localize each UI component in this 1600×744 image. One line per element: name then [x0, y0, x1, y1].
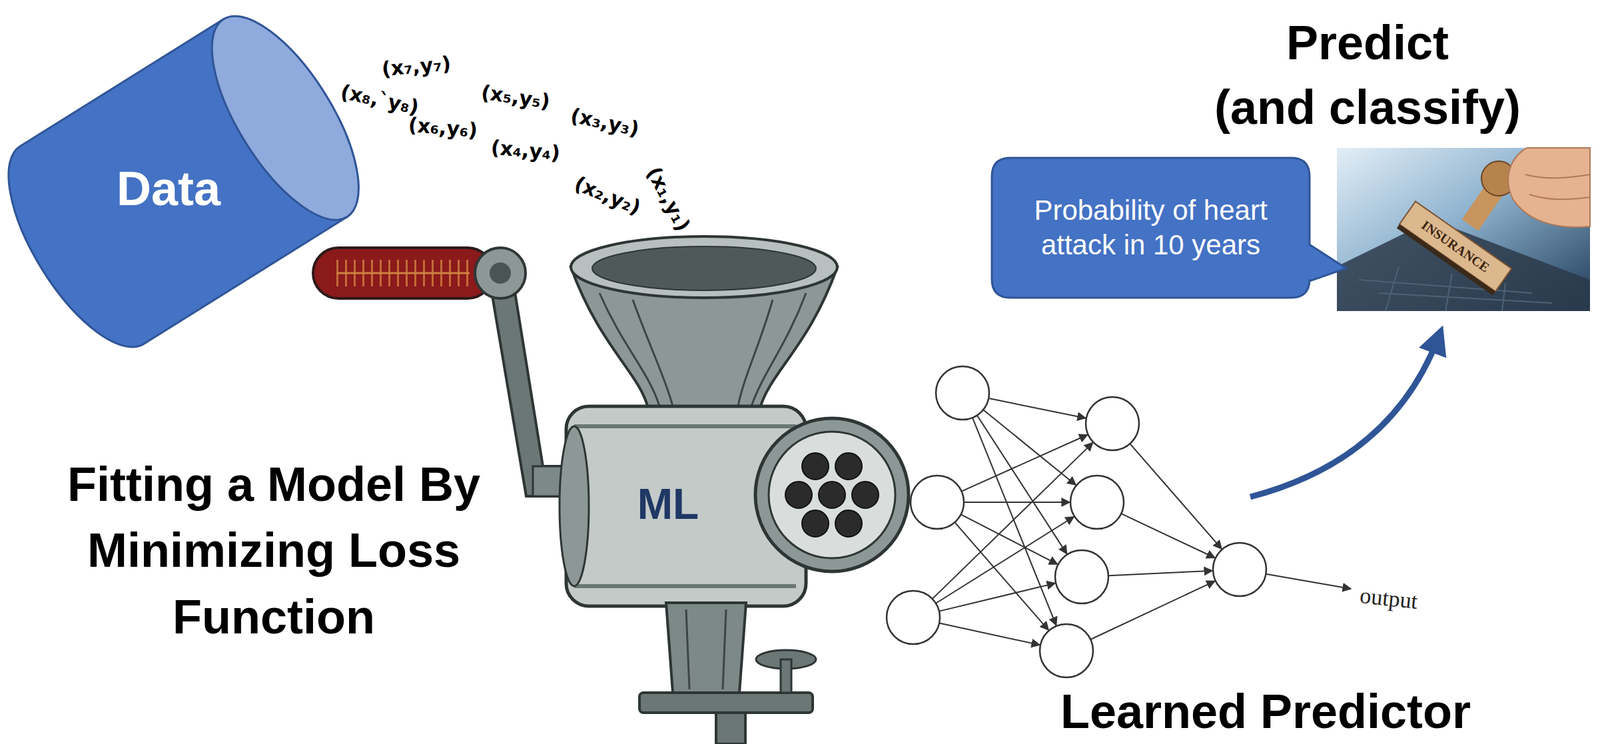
- illustration-part: [1508, 147, 1591, 228]
- illustration-part: [1336, 147, 1591, 312]
- neuron: [910, 475, 964, 529]
- data-point-label: (x₇,y₇): [381, 51, 453, 81]
- illustration-part: [474, 247, 526, 299]
- net-link: [939, 583, 1056, 612]
- net-link: [963, 501, 1070, 503]
- data-point-label: (x₅,y₅): [479, 81, 552, 114]
- neuron: [1070, 475, 1124, 529]
- net-link: [935, 516, 1074, 604]
- net-link: [972, 417, 1057, 626]
- net-link: [939, 622, 1040, 645]
- callout-text-wrap: Probability of heart attack in 10 years: [991, 193, 1310, 264]
- illustration-part: [1396, 201, 1512, 296]
- callout-text: Probability of heart attack in 10 years: [1018, 193, 1283, 264]
- callout-box: Probability of heart attack in 10 years: [991, 157, 1310, 298]
- illustration-part: [780, 659, 792, 693]
- net-link: [988, 398, 1086, 419]
- heading-text: Predict: [1286, 15, 1449, 71]
- data-point-label: (x₄,y₄): [490, 135, 562, 165]
- neuron: [1055, 550, 1109, 604]
- illustration-part: [336, 259, 470, 287]
- component-label: Learned Predictor: [1060, 684, 1471, 740]
- neuron: [935, 366, 990, 420]
- illustration-part: [835, 452, 862, 480]
- illustration-part: [666, 602, 747, 693]
- output-arrow: [1265, 574, 1351, 589]
- illustration-part: [313, 247, 493, 299]
- net-link: [1108, 570, 1213, 576]
- neuron: [1039, 624, 1094, 678]
- data-point-label: (x₈,`y₈): [338, 80, 421, 120]
- illustration-part: [639, 692, 813, 713]
- data-point-label: (x₁,y₁): [641, 163, 695, 236]
- insurance-photo: [1336, 147, 1591, 312]
- net-link: [1090, 580, 1215, 640]
- illustration-part: [835, 510, 862, 537]
- net-link: [954, 522, 1049, 631]
- illustration-part: [336, 272, 470, 275]
- data-point-label: (x₆,y₆): [407, 113, 479, 142]
- cylinder: [0, 0, 387, 370]
- heading-text: (and classify): [1214, 79, 1521, 136]
- illustration-part: [599, 293, 806, 407]
- data-point-label: (x₂,y₂): [570, 172, 644, 220]
- net-link: [1129, 443, 1222, 549]
- net-link: [1121, 513, 1215, 558]
- stamp-text: INSURANCE: [1418, 217, 1493, 276]
- illustration-part: [686, 609, 727, 690]
- callout-shape: [991, 157, 1347, 298]
- illustration-part: [851, 481, 879, 509]
- net-link: [961, 434, 1088, 492]
- data-cylinder: Data: [0, 0, 374, 360]
- illustration-part: [818, 481, 846, 509]
- component-label: ML: [637, 480, 699, 530]
- neuron: [1085, 397, 1140, 451]
- neuron: [886, 590, 940, 645]
- neuron: [1212, 542, 1267, 597]
- curved-arrow: [1250, 336, 1439, 497]
- illustration-part: [768, 431, 896, 559]
- illustration-part: [716, 712, 746, 744]
- caption-text: Fitting a Model By Minimizing Loss Funct…: [33, 451, 514, 651]
- node-label: Data: [116, 161, 221, 216]
- illustration-part: [801, 452, 829, 480]
- output-label: output: [1358, 582, 1420, 615]
- illustration-part: [489, 279, 573, 497]
- illustration-part: [1358, 266, 1553, 312]
- illustration-part: [592, 246, 816, 291]
- illustration-part: [785, 481, 812, 509]
- illustration-part: [1399, 201, 1512, 292]
- callout-box-shape: [991, 157, 1310, 298]
- illustration-part: [489, 262, 511, 284]
- illustration-part: [755, 418, 909, 572]
- illustration-part: [1525, 174, 1591, 200]
- illustration-part: [559, 426, 589, 587]
- data-point-label: (x₃,y₃): [568, 103, 642, 141]
- illustration-part: [570, 236, 838, 298]
- net-link: [977, 415, 1068, 555]
- illustration-part: [801, 510, 829, 537]
- neural-network: [886, 366, 1351, 678]
